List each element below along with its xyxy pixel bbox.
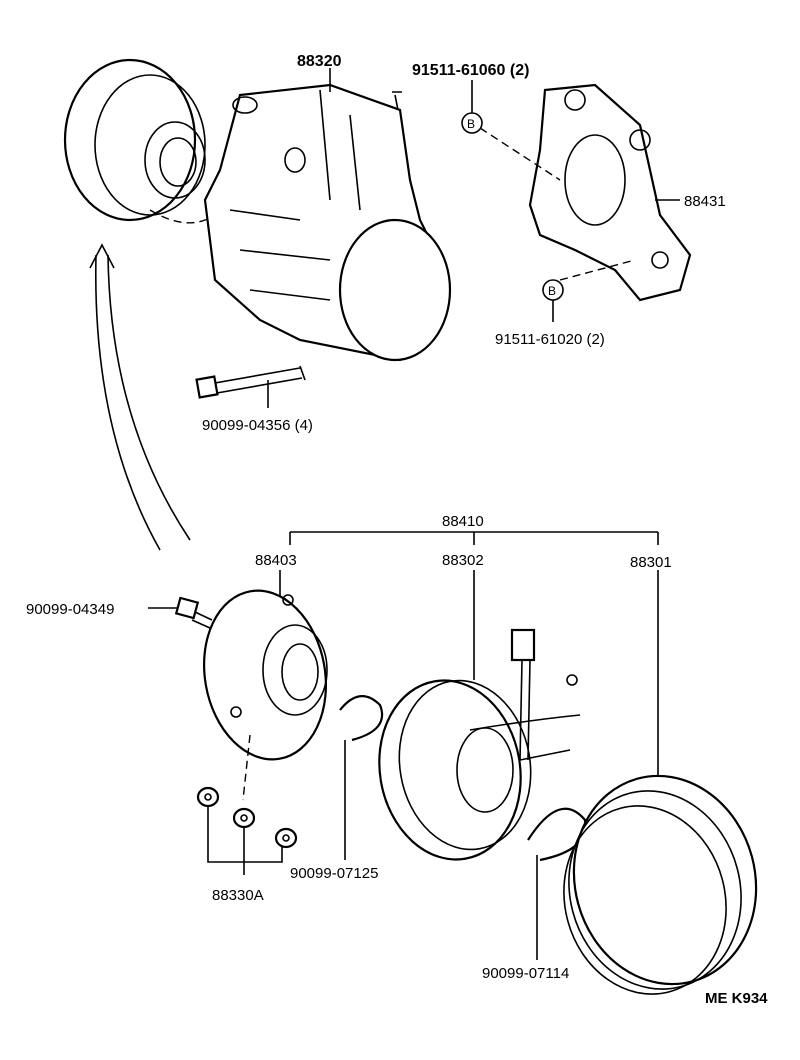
- label-snap-ring-large: 90099-07114: [482, 965, 569, 982]
- install-arrow: [89, 243, 191, 551]
- svg-text:B: B: [548, 284, 556, 298]
- callout-b-top: B: [461, 80, 483, 134]
- label-pressure-plate: 88403: [255, 552, 297, 569]
- pulley-illustration-top: [63, 58, 231, 224]
- label-compressor-bolt: 90099-04356 (4): [202, 417, 313, 434]
- snap-ring-small: [339, 695, 384, 742]
- pressure-plate-illustration: [174, 589, 328, 801]
- label-snap-ring-small: 90099-07125: [290, 865, 378, 882]
- stator-illustration: [378, 628, 581, 861]
- bracket-illustration: [479, 83, 692, 302]
- label-pulley: 88301: [630, 554, 672, 571]
- compressor-bolt-illustration: [195, 365, 306, 408]
- label-compressor: 88320: [297, 53, 342, 70]
- callout-b-bottom: B: [542, 279, 564, 322]
- label-bolt-b-bottom: 91511-61020 (2): [495, 331, 605, 348]
- shims-illustration: [196, 786, 298, 849]
- label-plate-bolt: 90099-04349: [26, 601, 114, 618]
- drawing-code: ME K934: [705, 990, 768, 1007]
- leaders-88410-parts: [279, 570, 659, 800]
- pulley-illustration: [563, 774, 758, 995]
- svg-text:B: B: [467, 117, 475, 131]
- snap-ring-large: [527, 807, 587, 862]
- compressor-illustration: [203, 83, 452, 362]
- leader-shims: [207, 800, 283, 875]
- label-clutch-assy: 88410: [442, 513, 484, 530]
- bracket-88410: [289, 531, 659, 545]
- label-shims: 88330A: [212, 887, 264, 904]
- label-stator: 88302: [442, 552, 484, 569]
- label-bracket: 88431: [684, 193, 726, 210]
- label-bolt-b-top: 91511-61060 (2): [412, 62, 529, 79]
